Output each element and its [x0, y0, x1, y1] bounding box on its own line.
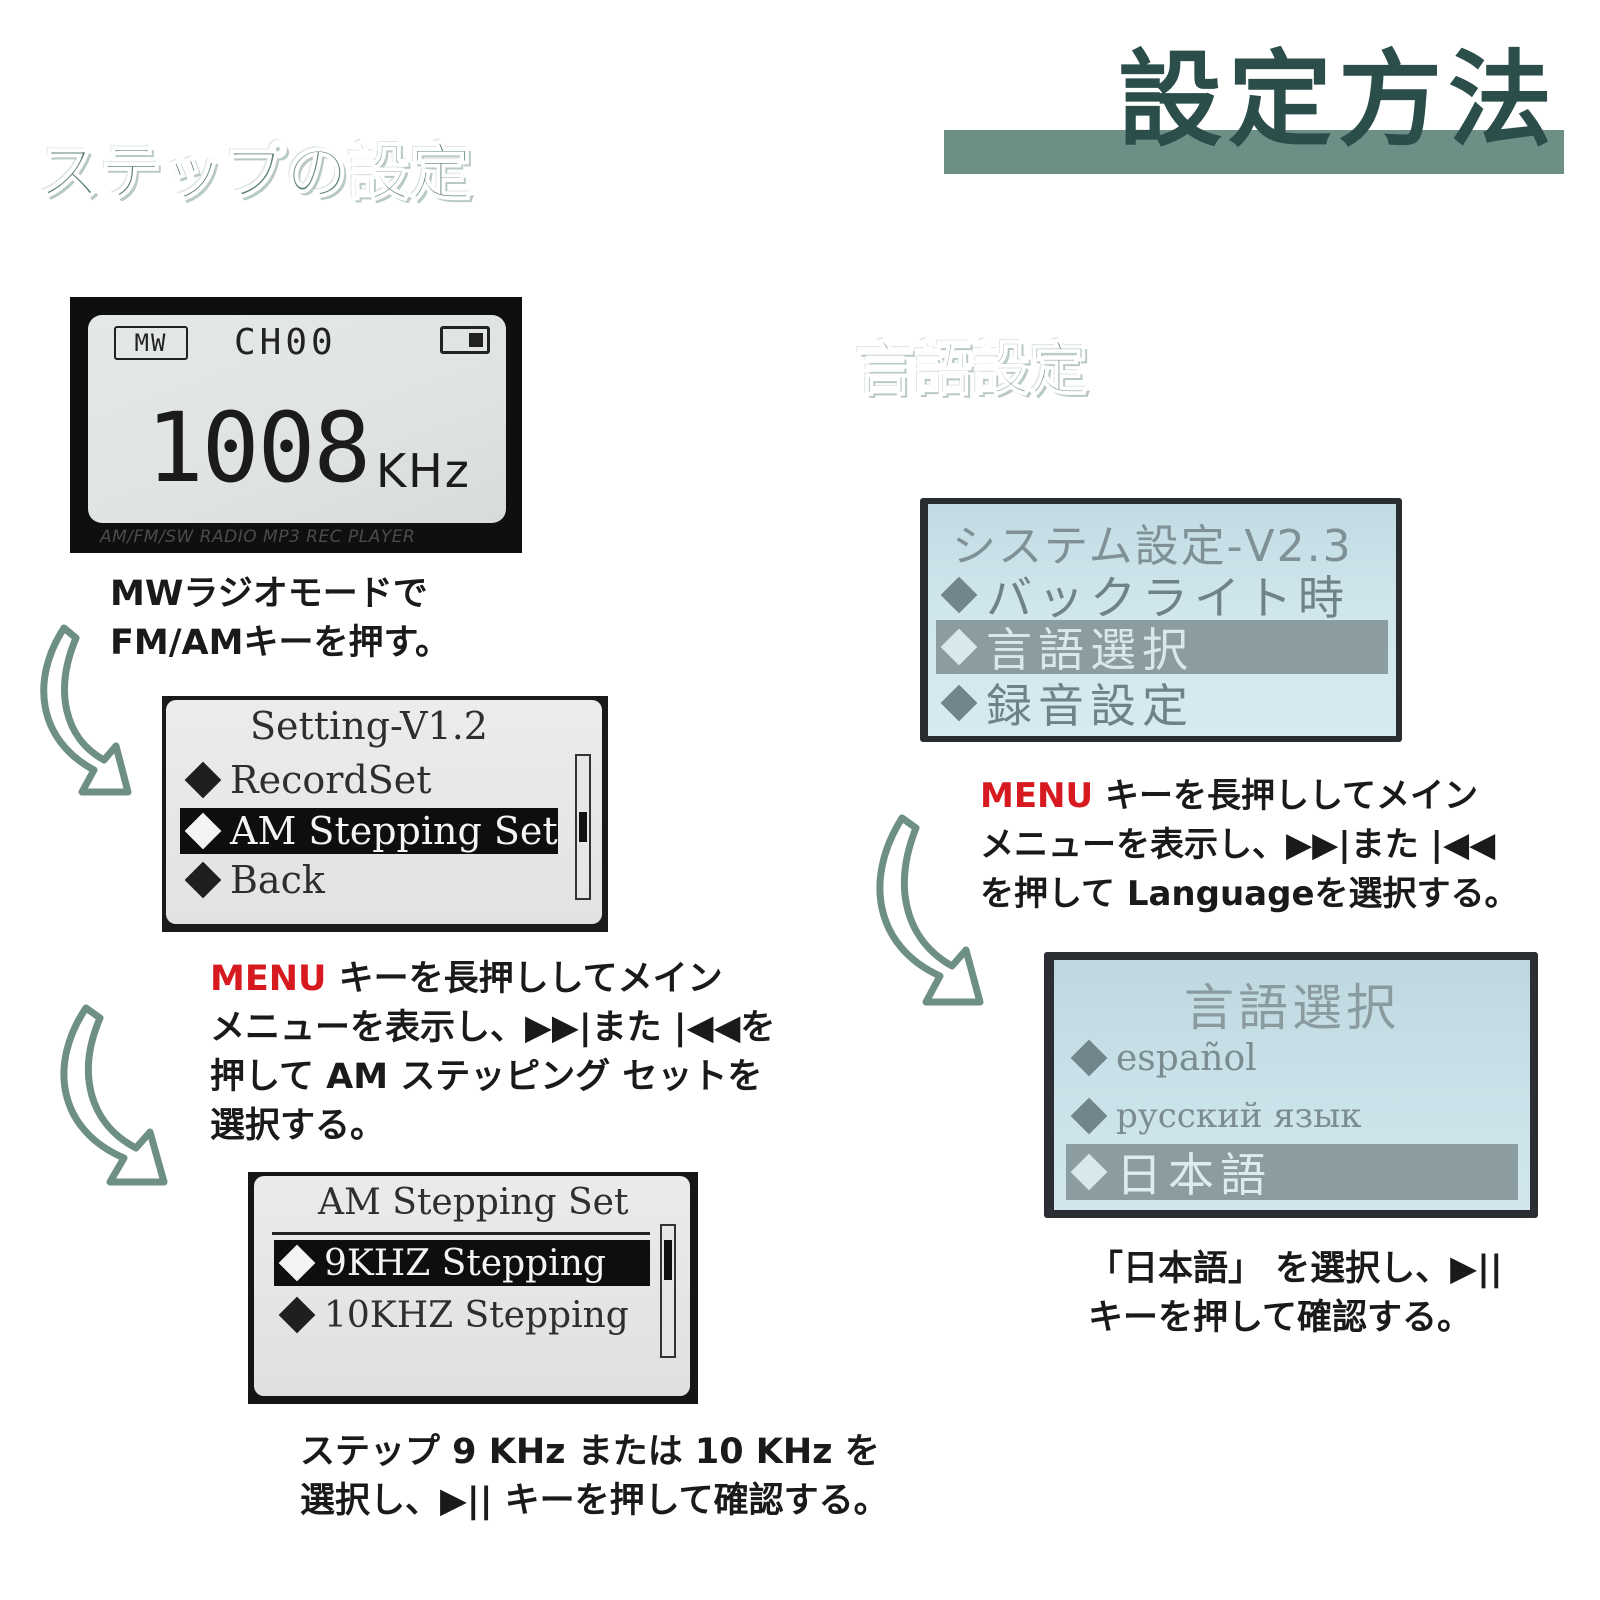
menu-item-label: 日本語 — [1116, 1148, 1272, 1202]
caption-line: メニューを表示し、▶▶|また |◀◀を — [210, 1008, 776, 1048]
caption-line: MWラジオモードで — [110, 574, 428, 614]
menu-item-label: バックライト時 — [986, 571, 1350, 625]
menu-item-label: русский язык — [1116, 1096, 1362, 1136]
menu-item-language-selected: 言語選択 — [936, 620, 1388, 677]
caption-mw-mode: MWラジオモードで FM/AMキーを押す。 — [110, 570, 450, 668]
caption-text: キーを長押ししてメイン — [1093, 776, 1478, 816]
diamond-bullet-icon — [184, 861, 222, 899]
diamond-bullet-icon — [1070, 1039, 1108, 1077]
diamond-bullet-icon — [1070, 1097, 1108, 1135]
diamond-bullet-icon — [940, 628, 978, 666]
mw-radio-screen — [88, 315, 506, 523]
page-title: 設定方法 — [1118, 39, 1559, 161]
frequency-unit: KHz — [376, 444, 471, 498]
menu-item-backlight: バックライト時 — [936, 568, 1350, 625]
menu-item-label: 10KHZ Stepping — [324, 1294, 629, 1336]
caption-line: FM/AMキーを押す。 — [110, 623, 450, 663]
curved-arrow-icon — [856, 810, 986, 1020]
channel-indicator: CH00 — [234, 322, 337, 363]
caption-line: MENU キーを長押ししてメイン — [980, 772, 1519, 821]
menu-item-label: 9KHZ Stepping — [324, 1242, 606, 1284]
menu-item-9khz-selected: 9KHZ Stepping — [274, 1240, 650, 1286]
diamond-bullet-icon — [940, 576, 978, 614]
diamond-bullet-icon — [278, 1296, 316, 1334]
caption-line: キーを押して確認する。 — [1088, 1298, 1472, 1338]
menu-item-label: AM Stepping Set — [230, 809, 558, 853]
menu-item-label: Back — [230, 858, 325, 902]
curved-arrow-icon — [40, 1000, 170, 1200]
caption-line: 押して AM ステッピング セットを — [210, 1057, 763, 1097]
menu-item-japanese-selected: 日本語 — [1066, 1144, 1518, 1202]
step-setting-heading: ステップの設定 — [37, 136, 473, 209]
diamond-bullet-icon — [278, 1244, 316, 1282]
title-divider — [272, 1232, 650, 1235]
battery-icon — [440, 326, 490, 354]
caption-open-menu-am-stepping: MENU キーを長押ししてメイン メニューを表示し、▶▶|また |◀◀を 押して… — [210, 955, 775, 1151]
curved-arrow-icon — [24, 620, 134, 810]
caption-line: 「日本語」 を選択し、▶|| — [1088, 1249, 1503, 1289]
menu-scrollbar — [660, 1224, 676, 1358]
caption-open-menu-language: MENU キーを長押ししてメイン メニューを表示し、▶▶|また |◀◀ を押して… — [980, 772, 1519, 919]
caption-line: 選択する。 — [210, 1106, 386, 1146]
menu-item-am-stepping-set-selected: AM Stepping Set — [180, 808, 558, 854]
caption-line: を押して Languageを選択する。 — [980, 874, 1519, 914]
language-setting-heading: 言語設定 — [855, 335, 1089, 403]
caption-select-stepping: ステップ 9 KHz または 10 KHz を 選択し、▶|| キーを押して確認… — [300, 1428, 889, 1526]
language-select-title: 言語選択 — [1184, 979, 1400, 1037]
menu-scrollbar — [575, 754, 591, 900]
menu-item-label: 言語選択 — [986, 623, 1194, 677]
menu-item-label: español — [1116, 1037, 1257, 1079]
device-brand-label: AM/FM/SW RADIO MP3 REC PLAYER — [100, 527, 416, 547]
diamond-bullet-icon — [1070, 1153, 1108, 1191]
setting-menu-title: Setting-V1.2 — [250, 704, 488, 748]
menu-item-russian: русский язык — [1066, 1088, 1362, 1144]
caption-line: 選択し、▶|| キーを押して確認する。 — [300, 1481, 889, 1521]
frequency-readout: 1008 — [146, 392, 371, 504]
caption-text: キーを長押ししてメイン — [326, 959, 723, 999]
menu-item-recordset: RecordSet — [180, 757, 432, 803]
diamond-bullet-icon — [184, 812, 222, 850]
diamond-bullet-icon — [184, 761, 222, 799]
menu-item-spanish: español — [1066, 1030, 1257, 1086]
title-underline-bar — [944, 130, 1564, 174]
menu-key-label: MENU — [210, 959, 327, 999]
menu-item-10khz: 10KHZ Stepping — [274, 1292, 629, 1338]
band-indicator: MW — [114, 326, 188, 360]
am-stepping-title: AM Stepping Set — [318, 1182, 629, 1223]
menu-item-recording: 録音設定 — [936, 676, 1194, 733]
caption-line: MENU キーを長押ししてメイン — [210, 955, 775, 1004]
menu-item-label: 録音設定 — [986, 679, 1194, 733]
menu-item-label: RecordSet — [230, 758, 432, 802]
caption-confirm-japanese: 「日本語」 を選択し、▶|| キーを押して確認する。 — [1088, 1245, 1503, 1343]
menu-item-back: Back — [180, 857, 325, 903]
caption-line: メニューを表示し、▶▶|また |◀◀ — [980, 825, 1496, 865]
caption-line: ステップ 9 KHz または 10 KHz を — [300, 1432, 880, 1472]
menu-key-label: MENU — [980, 776, 1094, 816]
am-stepping-screen — [254, 1176, 690, 1396]
system-settings-title: システム設定-V2.3 — [952, 521, 1353, 572]
diamond-bullet-icon — [940, 684, 978, 722]
